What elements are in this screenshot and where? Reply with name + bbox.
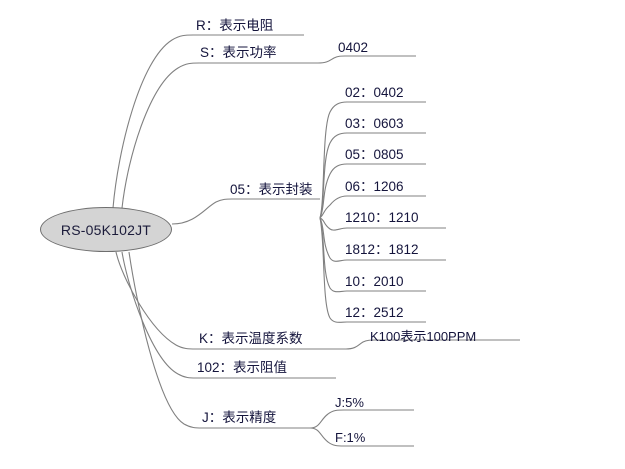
node-s-0402[interactable]: 0402 [338,40,369,55]
node-k[interactable]: K：表示温度系数 [199,331,303,346]
root-node[interactable]: RS-05K102JT [40,207,172,252]
node-pkg-05[interactable]: 05：0805 [345,147,404,162]
node-pkg-02[interactable]: 02：0402 [345,85,404,100]
node-r[interactable]: R：表示电阻 [196,18,274,33]
node-resistance-value[interactable]: 102：表示阻值 [197,360,288,375]
node-pkg-10[interactable]: 10：2010 [345,274,404,289]
edge-j-to-j5 [309,409,414,429]
node-s[interactable]: S：表示功率 [200,45,277,60]
node-pkg-12[interactable]: 12：2512 [345,305,404,320]
node-pkg-03[interactable]: 03：0603 [345,116,404,131]
edge-root-to-pkg [171,198,320,225]
root-node-label: RS-05K102JT [60,221,152,238]
edge-pkg-to-03 [319,132,426,219]
node-pkg-06[interactable]: 06：1206 [345,179,404,194]
node-pkg-1812[interactable]: 1812：1812 [345,242,419,257]
node-pkg[interactable]: 05：表示封装 [230,182,313,197]
node-j[interactable]: J：表示精度 [202,410,277,425]
node-j-5percent[interactable]: J:5% [335,395,364,410]
node-k-100ppm[interactable]: K100表示100PPM [370,329,477,344]
node-pkg-1210[interactable]: 1210：1210 [345,210,419,225]
edge-s-to-0402 [317,55,416,64]
node-f-1percent[interactable]: F:1% [335,430,366,445]
